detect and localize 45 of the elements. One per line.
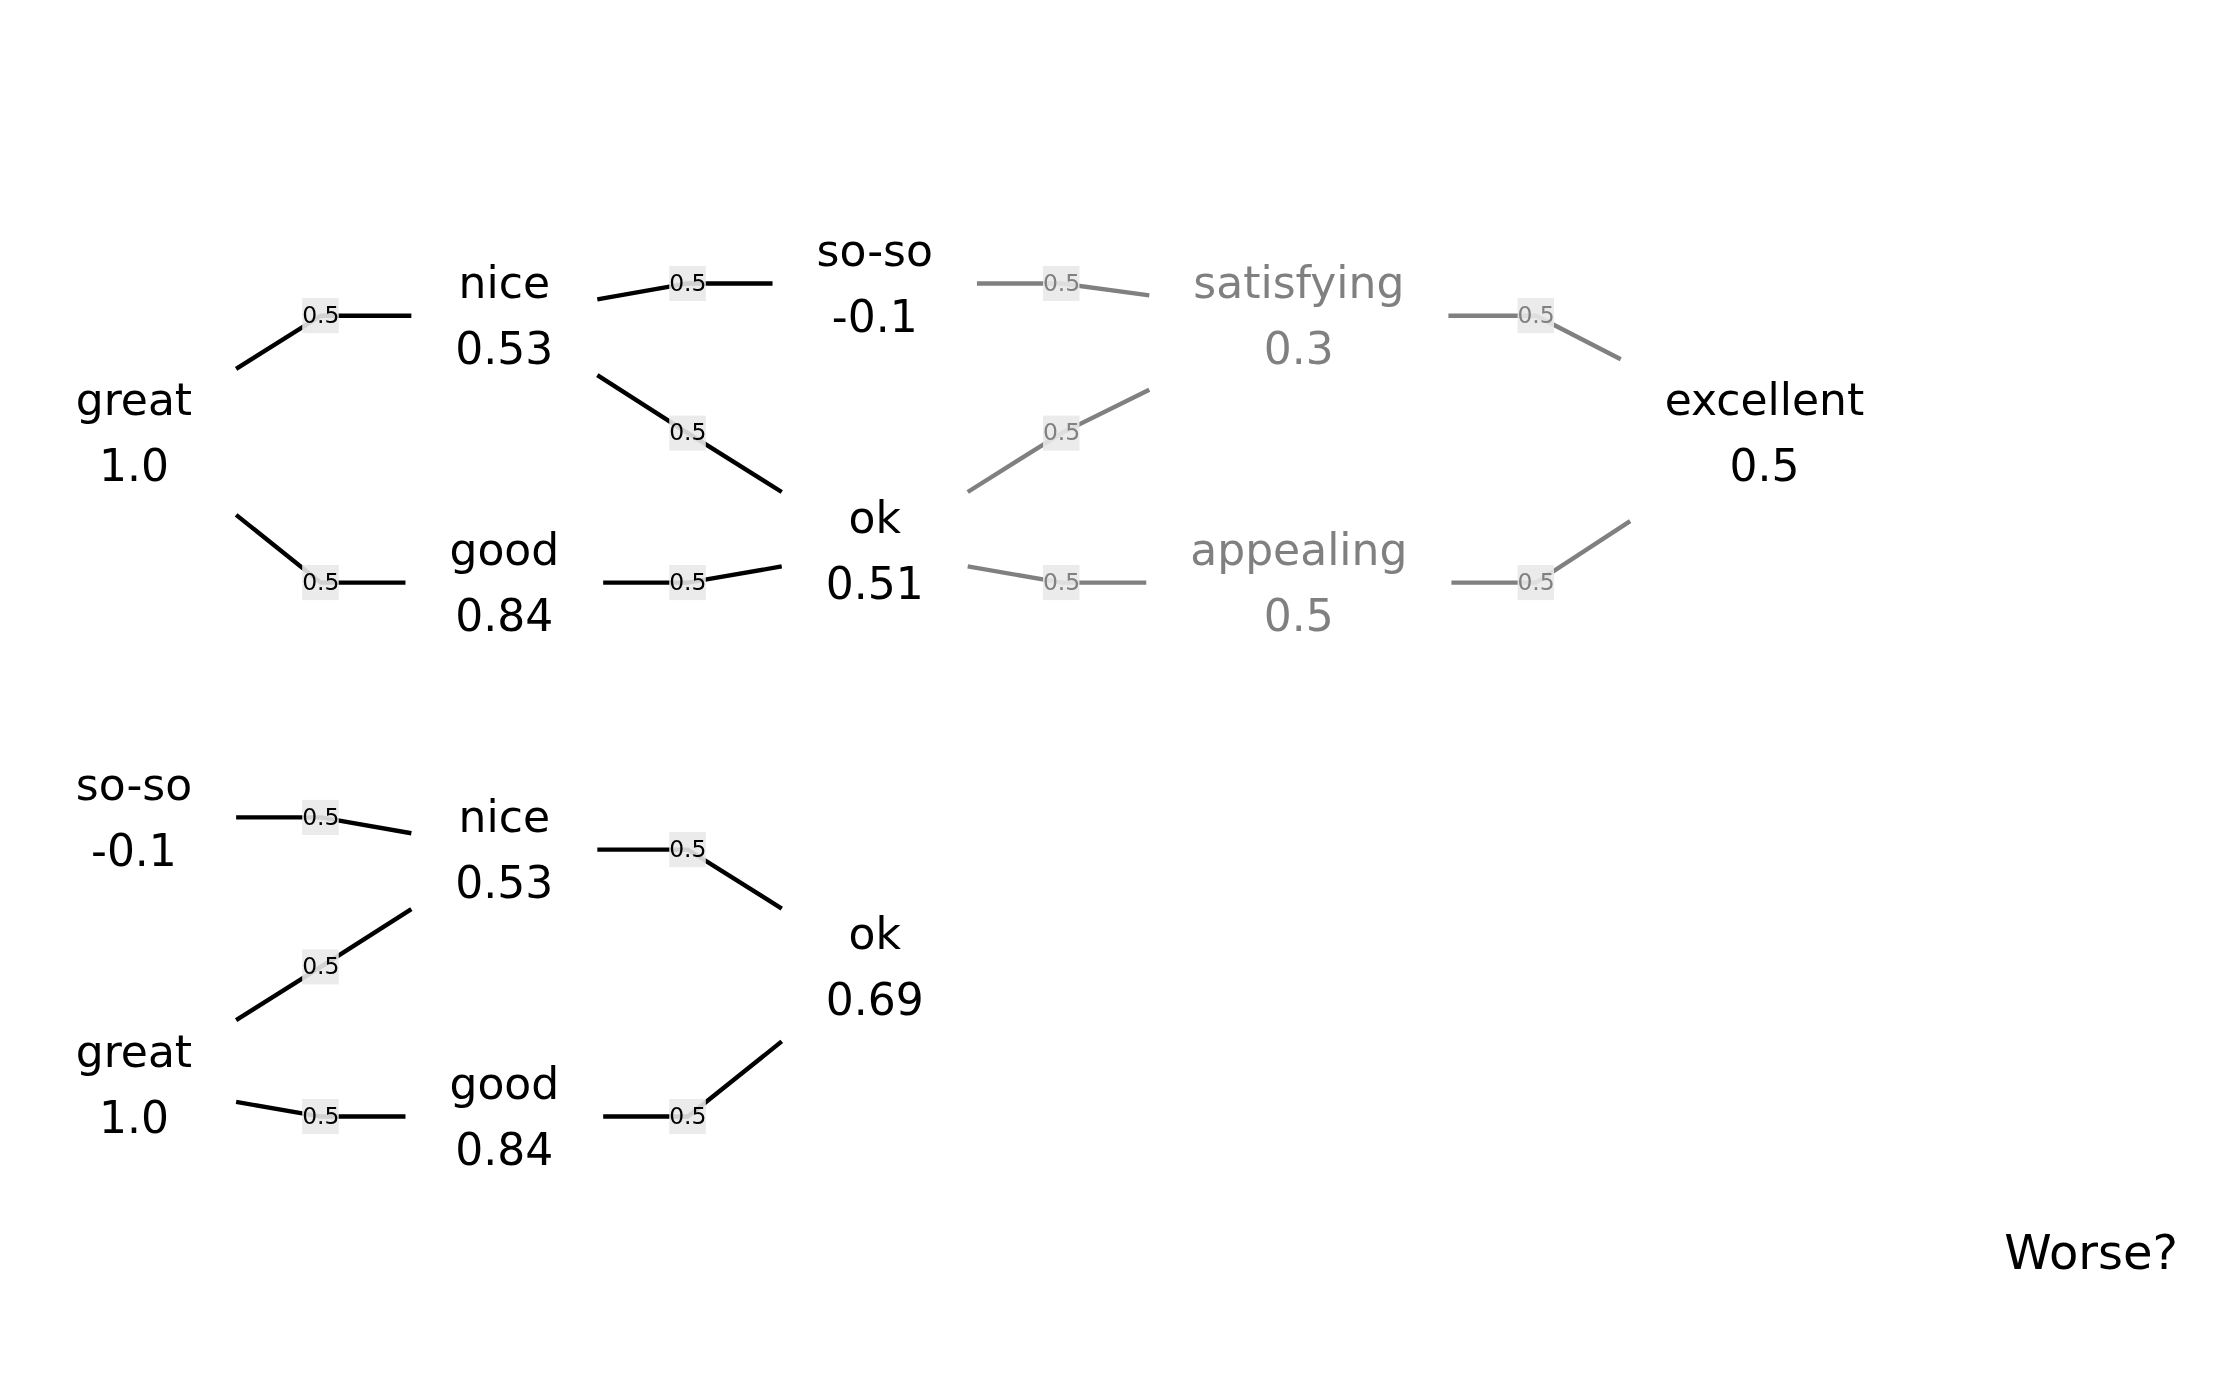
node-label: -0.1 — [831, 290, 918, 343]
node-label: 0.69 — [825, 974, 924, 1026]
node-label: -0.1 — [91, 824, 177, 877]
edge-label: 0.5 — [302, 1101, 340, 1130]
node-label: 0.84 — [455, 589, 554, 642]
edge-label: 0.5 — [1042, 268, 1081, 297]
edge-label: 0.5 — [302, 952, 340, 981]
node-label: 0.5 — [1729, 440, 1800, 492]
node-label: 0.84 — [455, 1123, 554, 1176]
node-label: 0.3 — [1263, 323, 1334, 375]
edge-label: 0.5 — [1042, 567, 1081, 596]
node-text: ok — [848, 908, 901, 960]
node-text: so-so — [816, 224, 933, 277]
edge-label: 0.5 — [1517, 567, 1555, 596]
edge-label: 0.5 — [669, 567, 707, 596]
node-label: 1.0 — [98, 440, 169, 492]
edge-label: 0.5 — [1042, 418, 1081, 447]
node-text: satisfying — [1193, 257, 1405, 309]
node-text: great — [75, 1025, 193, 1077]
node-text: good — [449, 523, 560, 576]
node-label: 1.0 — [98, 1091, 169, 1143]
note-text: Worse? — [2004, 1224, 2178, 1280]
edge-label: 0.5 — [302, 301, 340, 329]
node-label: 0.53 — [455, 323, 554, 375]
connector — [234, 907, 413, 1022]
node-label: 0.51 — [825, 557, 924, 610]
edge-label: 0.5 — [669, 268, 707, 297]
node-text: nice — [458, 257, 551, 309]
node-text: good — [449, 1057, 560, 1110]
node-label: 0.53 — [455, 856, 554, 909]
node-text: so-so — [75, 758, 193, 811]
edge-label: 0.5 — [669, 418, 707, 447]
edge-label: 0.5 — [669, 834, 707, 863]
connector — [966, 387, 1151, 494]
node-text: great — [75, 374, 193, 426]
edge-label: 0.5 — [302, 802, 340, 831]
node-text: appealing — [1190, 523, 1408, 576]
node-text: ok — [848, 491, 901, 544]
node-text: nice — [458, 790, 551, 843]
edge-label: 0.5 — [302, 567, 340, 596]
node-label: 0.5 — [1263, 589, 1334, 642]
node-text: excellent — [1664, 374, 1865, 426]
edge-label: 0.5 — [669, 1101, 707, 1130]
edge-label: 0.5 — [1517, 301, 1555, 329]
connector — [596, 373, 783, 494]
